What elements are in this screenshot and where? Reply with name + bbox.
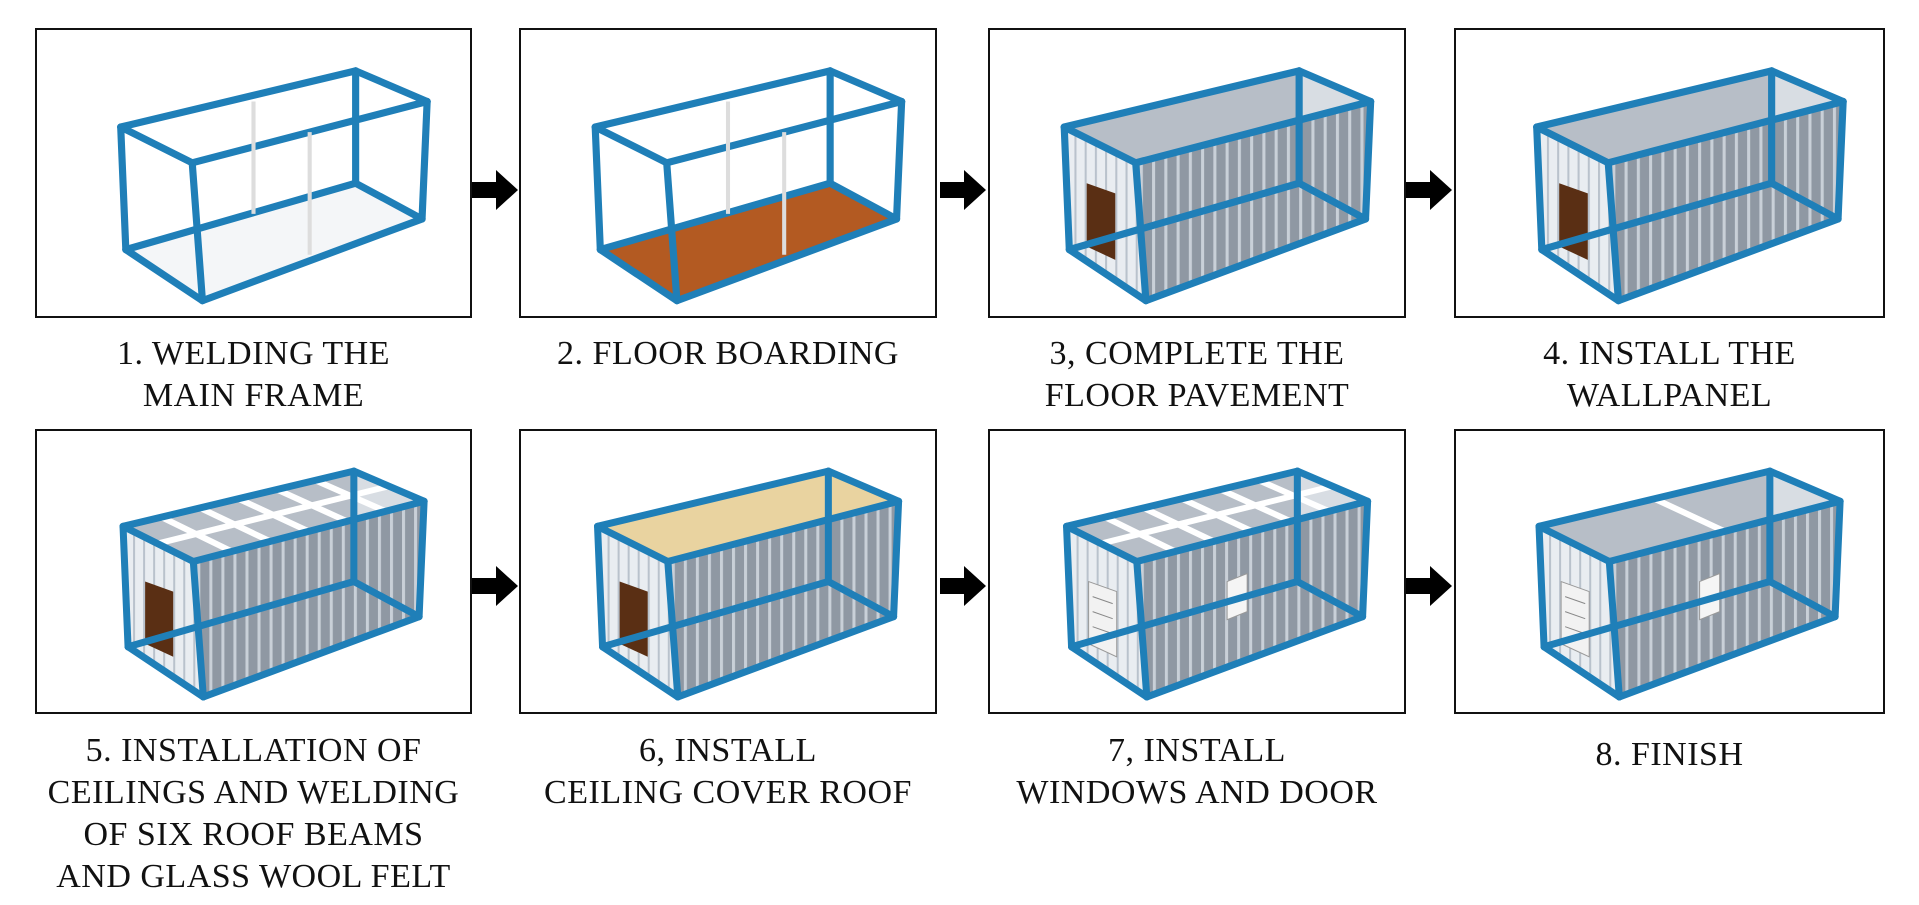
step-5-image [35, 429, 472, 714]
step-6-caption: 6, INSTALL CEILING COVER ROOF [544, 732, 912, 811]
step-7-image [988, 429, 1406, 714]
step-6-image [519, 429, 937, 714]
step-2-caption: 2. FLOOR BOARDING [557, 335, 899, 372]
step-4-image [1454, 28, 1885, 318]
right-arrow-icon [940, 170, 986, 210]
step-7-caption: 7, INSTALL WINDOWS AND DOOR [1016, 732, 1378, 811]
step-4-caption: 4. INSTALL THE WALLPANEL [1543, 335, 1796, 414]
step-5-caption: 5. INSTALLATION OF CEILINGS AND WELDING … [47, 732, 460, 895]
right-arrow-icon [1406, 566, 1452, 606]
right-arrow-icon [472, 170, 518, 210]
step-2-image [519, 28, 937, 318]
step-8-image [1454, 429, 1885, 714]
right-arrow-icon [1406, 170, 1452, 210]
step-8-caption: 8. FINISH [1595, 736, 1744, 773]
step-1-caption: 1. WELDING THE MAIN FRAME [117, 335, 390, 414]
right-arrow-icon [472, 566, 518, 606]
step-3-caption: 3, COMPLETE THE FLOOR PAVEMENT [1044, 335, 1350, 414]
right-arrow-icon [940, 566, 986, 606]
step-3-image [988, 28, 1406, 318]
step-1-image [35, 28, 472, 318]
